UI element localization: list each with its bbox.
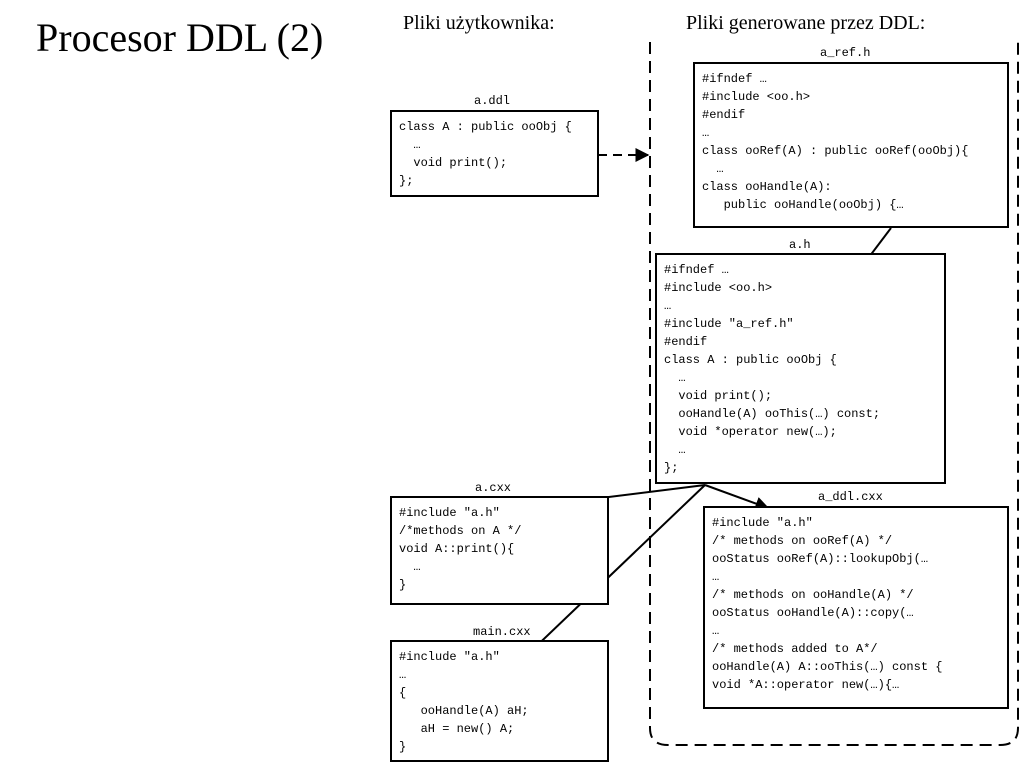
code-line: #ifndef … (664, 263, 729, 277)
code-line: void print(); (664, 389, 773, 403)
code-line: }; (664, 461, 679, 475)
code-line: #include "a.h" (712, 516, 813, 530)
code-line: ooHandle(A) aH; (399, 704, 529, 718)
a-ref-h-file-box: #ifndef … #include <oo.h> #endif … class ooR… (693, 62, 1009, 228)
slide-title: Procesor DDL (2) (36, 15, 324, 60)
a-ddl-filename: a.ddl (474, 94, 511, 108)
user-files-header: Pliki użytkownika: (403, 12, 555, 34)
code-line: … (399, 668, 407, 682)
generated-files-header: Pliki generowane przez DDL: (686, 12, 926, 34)
code-line: … (702, 126, 710, 140)
code-line: /* methods on ooRef(A) */ (712, 534, 893, 548)
a-cxx-file-box: #include "a.h"/*methods on A */void A::p… (390, 496, 609, 605)
code-line: … (702, 162, 724, 176)
code-line: /* methods on ooHandle(A) */ (712, 588, 914, 602)
code-line: #include "a.h" (399, 650, 500, 664)
code-line: ooHandle(A) A::ooThis(…) const { (712, 660, 943, 674)
a-cxx-filename: a.cxx (475, 481, 512, 495)
code-line: … (664, 299, 672, 313)
a-h-file-box: #ifndef … #include <oo.h> … #include "a_ref… (655, 253, 946, 484)
code-line: } (399, 740, 407, 754)
code-line: #include <oo.h> (664, 281, 773, 295)
code-line: void A::print(){ (399, 542, 515, 556)
code-line: … (712, 570, 720, 584)
main-cxx-filename: main.cxx (473, 625, 531, 639)
code-line: … (712, 624, 720, 638)
code-line: }; (399, 174, 414, 188)
code-line: #endif (702, 108, 746, 122)
code-line: class ooRef(A) : public ooRef(ooObj){ (702, 144, 969, 158)
code-line: #ifndef … (702, 72, 767, 86)
code-line: ooHandle(A) ooThis(…) const; (664, 407, 881, 421)
code-line: ooStatus ooRef(A)::lookupObj(… (712, 552, 929, 566)
code-line: class A : public ooObj { (664, 353, 837, 367)
code-line: } (399, 578, 407, 592)
code-line: #include <oo.h> (702, 90, 811, 104)
code-line: ooStatus ooHandle(A)::copy(… (712, 606, 914, 620)
a-ddl-cxx-filename: a_ddl.cxx (818, 490, 883, 504)
code-line: … (664, 371, 686, 385)
code-line: class ooHandle(A): (702, 180, 832, 194)
code-line: class A : public ooObj { (399, 120, 572, 134)
code-line: #include "a.h" (399, 506, 500, 520)
code-line: /*methods on A */ (399, 524, 522, 538)
code-line: void *A::operator new(…){… (712, 678, 900, 692)
code-line: … (399, 138, 421, 152)
code-line: void print(); (399, 156, 508, 170)
code-line: … (664, 443, 686, 457)
code-line: void *operator new(…); (664, 425, 837, 439)
a-ddl-cxx-file-box: #include "a.h" /* methods on ooRef(A) */ o… (703, 506, 1009, 709)
generated-files-region (649, 42, 1019, 746)
code-line: { (399, 686, 407, 700)
code-line: … (399, 560, 421, 574)
code-line: #endif (664, 335, 708, 349)
arrow-a-h-to-main-cxx (523, 484, 706, 658)
code-line: aH = new() A; (399, 722, 515, 736)
arrow-a-h-to-a-ddl-cxx (704, 484, 770, 511)
a-ddl-file-box: class A : public ooObj { … void print();… (390, 110, 599, 197)
main-cxx-file-box: #include "a.h" … { ooHandle(A) aH; aH = ne… (390, 640, 609, 762)
a-h-filename: a.h (789, 238, 811, 252)
a-ref-h-filename: a_ref.h (820, 46, 871, 60)
code-line: #include "a_ref.h" (664, 317, 794, 331)
code-line: public ooHandle(ooObj) {… (702, 198, 904, 212)
code-line: /* methods added to A*/ (712, 642, 878, 656)
